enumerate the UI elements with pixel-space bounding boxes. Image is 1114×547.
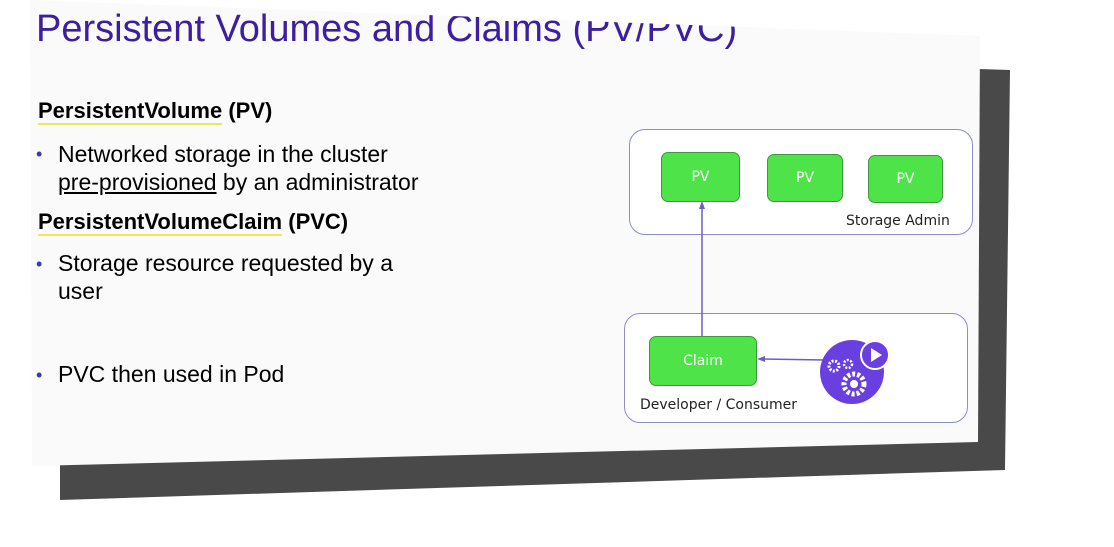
storage-admin-label: Storage Admin: [846, 213, 950, 229]
consumer-label: Developer / Consumer: [640, 397, 798, 413]
bullet-text-rest: by an administrator: [216, 169, 419, 195]
pod-to-claim-arrow: [757, 356, 826, 362]
underlined-term: pre-provisioned: [58, 169, 217, 195]
bullet-text-cont: pre-provisioned by an administrator: [58, 169, 419, 196]
claim-box: Claim: [649, 336, 757, 386]
heading-term: PersistentVolumeClaim: [38, 209, 283, 236]
bullet-marker: •: [36, 365, 43, 385]
gears-play-icon: [820, 340, 890, 404]
pv-box: PV: [767, 154, 843, 202]
heading-pvc: PersistentVolumeClaim (PVC): [38, 209, 349, 236]
bullet-text: PVC then used in Pod: [58, 361, 285, 387]
heading-term: PersistentVolume: [38, 98, 223, 125]
heading-suffix: (PVC): [282, 209, 349, 234]
bullet-marker: •: [36, 144, 43, 164]
claim-to-pv-arrow: [699, 201, 705, 336]
heading-suffix: (PV): [222, 98, 273, 123]
heading-pv: PersistentVolume (PV): [38, 98, 273, 125]
pv-box: PV: [868, 155, 943, 203]
pv-box: PV: [661, 152, 740, 202]
bullet-marker: •: [36, 254, 43, 274]
bullet-text: Storage resource requested by a: [58, 250, 393, 276]
bullet-text-cont: user: [58, 278, 103, 304]
bullet-text: Networked storage in the cluster: [58, 141, 388, 167]
